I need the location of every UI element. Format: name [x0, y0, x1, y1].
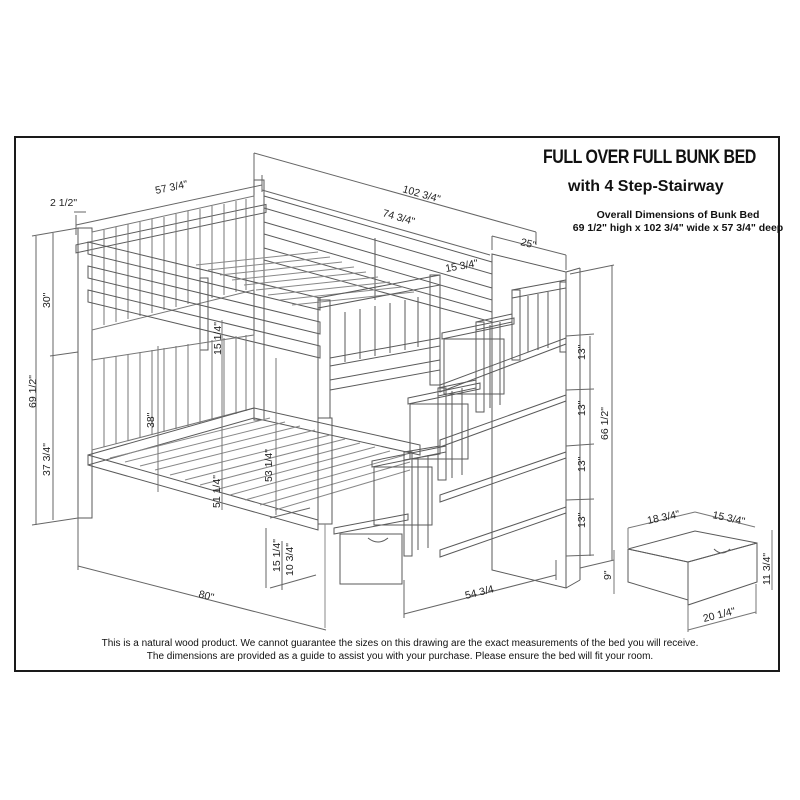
dim-total-height: 69 1/2" — [27, 375, 39, 408]
top-dimension-lines — [74, 152, 567, 270]
disclaimer-line-2: The dimensions are provided as a guide t… — [146, 651, 654, 662]
page-title: FULL OVER FULL BUNK BED — [543, 146, 756, 168]
dim-lower-clearance-top: 15 1/4" — [271, 539, 283, 572]
dim-headboard-thickness: 2 1/2" — [50, 197, 77, 209]
disclaimer-line-1: This is a natural wood product. We canno… — [101, 638, 699, 649]
overall-dimensions: Overall Dimensions of Bunk Bed 69 1/2" h… — [572, 209, 784, 235]
inner-dimension-lines — [157, 320, 277, 515]
disclaimer: This is a natural wood product. We canno… — [20, 637, 780, 663]
dim-upper-to-floor: 53 1/4" — [263, 449, 275, 482]
upper-footboard — [317, 274, 441, 419]
dim-bed-floor-length: 80" — [197, 588, 215, 604]
overall-dimensions-value: 69 1/2" high x 102 3/4" wide x 57 3/4" d… — [572, 222, 784, 234]
upper-back-rails — [263, 195, 493, 323]
dim-lower-clearance-bottom: 10 3/4" — [284, 543, 296, 576]
lower-headboard — [91, 334, 255, 451]
upper-mattress-slats — [195, 251, 415, 306]
drawer-drawing — [613, 511, 773, 632]
drawer-height-front: 11 3/4" — [761, 553, 773, 585]
dim-step-4: 13" — [576, 512, 588, 528]
right-dimension-lines — [565, 264, 615, 569]
dimension-labels: 2 1/2" 57 3/4" 102 3/4" 74 3/4" 25" 15 3… — [27, 178, 773, 625]
drawer-width-top: 15 3/4" — [711, 509, 746, 528]
dim-step-3: 13" — [576, 456, 588, 472]
dim-guardrail-gap: 15 3/4" — [444, 257, 479, 275]
page-subtitle: with 4 Step-Stairway — [568, 178, 724, 195]
stairway-body — [439, 253, 581, 589]
dim-stair-height: 66 1/2" — [599, 407, 611, 440]
dim-stair-width: 54 3/4 — [464, 583, 495, 602]
drawer-depth: 18 3/4" — [646, 508, 681, 527]
dim-upper-to-floor-inner: 51 1/4" — [211, 475, 223, 508]
drawer-height-back: 9" — [602, 570, 614, 580]
stair-railings — [403, 279, 567, 557]
dim-depth: 57 3/4" — [154, 178, 189, 197]
lower-bed-frame — [87, 407, 421, 531]
dim-under-upper-clearance: 15 1/4" — [212, 322, 224, 355]
dim-step-1: 13" — [576, 344, 588, 360]
dim-lower-bunk-height: 37 3/4" — [41, 443, 53, 476]
lower-mattress-slats — [109, 417, 411, 511]
left-dimension-lines — [31, 227, 79, 526]
dim-step-2: 13" — [576, 400, 588, 416]
dim-stair-depth: 25" — [519, 236, 537, 251]
bottom-dimension-lines — [77, 507, 557, 631]
stair-steps — [333, 317, 515, 585]
lower-right-post — [317, 417, 333, 628]
upper-front-guardrail — [87, 241, 321, 359]
dim-upper-bunk-height: 30" — [41, 292, 53, 308]
dim-bed-length: 74 3/4" — [381, 207, 416, 228]
drawing-frame — [14, 136, 780, 672]
dim-lower-headboard: 38" — [145, 412, 157, 428]
overall-dimensions-label: Overall Dimensions of Bunk Bed — [596, 209, 760, 221]
dim-total-width: 102 3/4" — [401, 183, 442, 205]
